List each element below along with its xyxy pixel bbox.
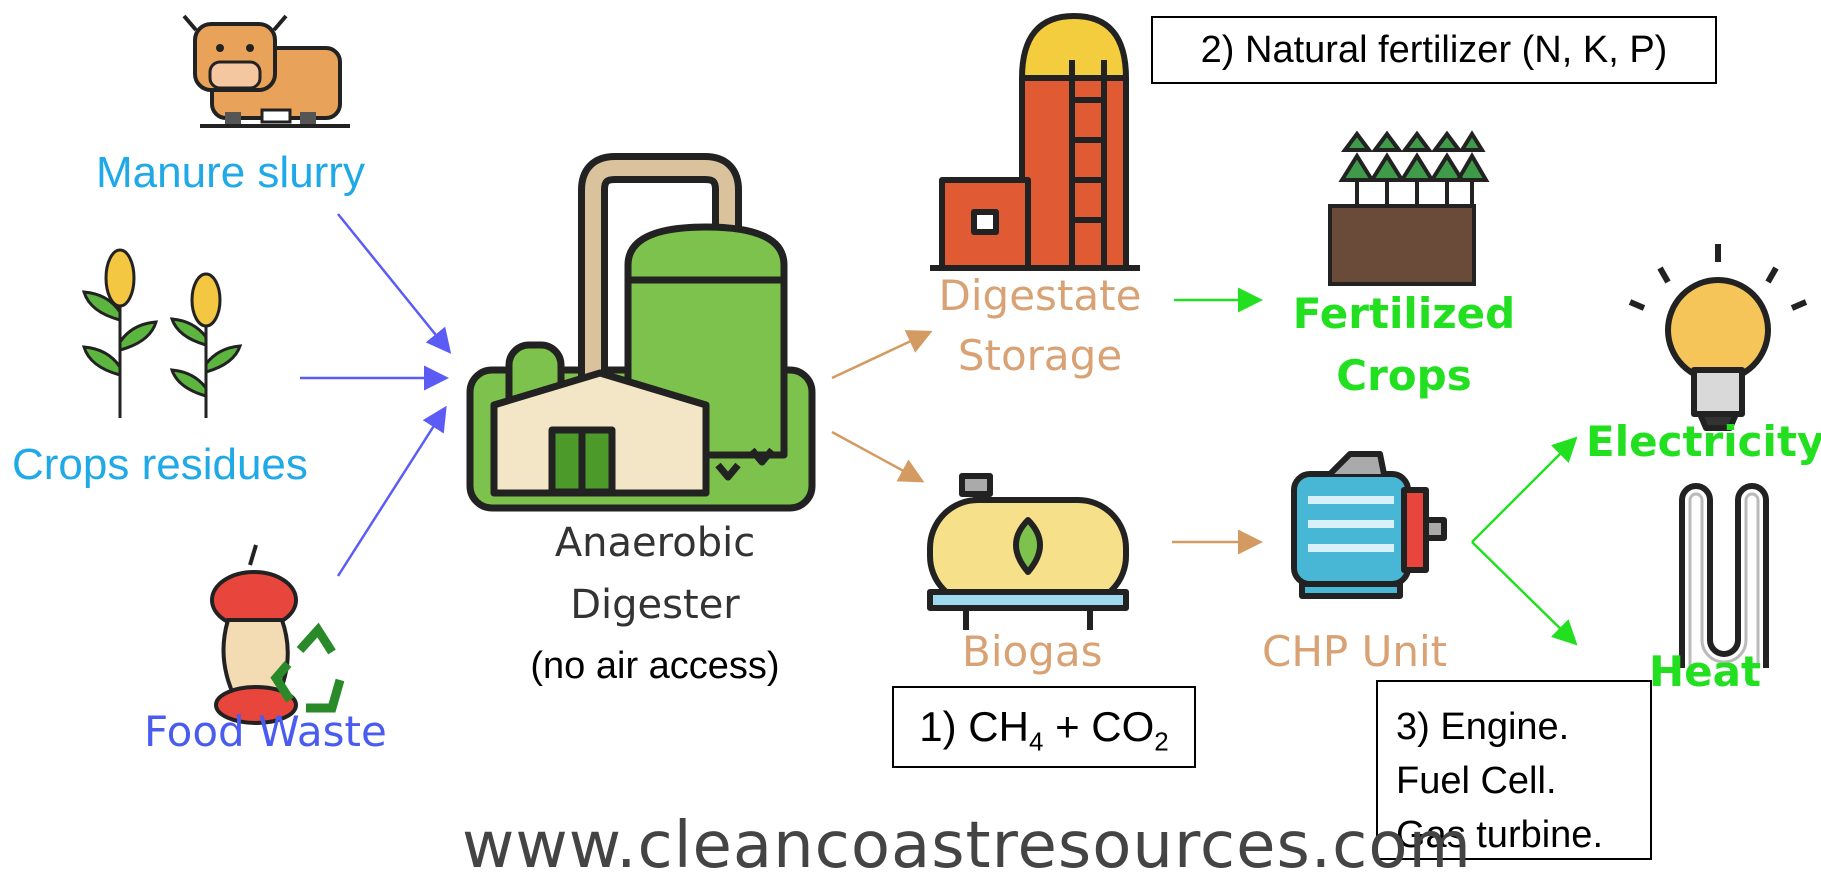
motor-icon: [1291, 451, 1447, 599]
label-electricity: Electricity: [1586, 417, 1821, 466]
chp-option-engine: 3) Engine.: [1396, 706, 1570, 748]
arrow-to-heat: [1471, 541, 1578, 646]
label-crops-residues: Crops residues: [12, 440, 308, 489]
arrow-to-digestate: [831, 330, 933, 380]
label-digester: Digester: [570, 582, 740, 628]
website-url: www.cleancoastresources.com: [462, 809, 1472, 883]
arrow-to-electricity: [1471, 436, 1578, 543]
apple-core-icon: [210, 544, 298, 725]
arrow-to-biogas: [831, 430, 925, 483]
cow-icon: [182, 14, 350, 128]
label-anaerobic: Anaerobic: [554, 520, 756, 566]
digester-icon: [466, 153, 816, 512]
field-icon: [1328, 130, 1490, 286]
chp-option-gas-turbine: Gas turbine.: [1396, 814, 1603, 856]
chp-option-fuel-cell: Fuel Cell.: [1396, 760, 1557, 802]
corn-icon: [81, 248, 243, 418]
arrow-food: [336, 405, 447, 577]
note-natural-fertilizer-text: 2) Natural fertilizer (N, K, P): [1200, 29, 1668, 71]
gas-formula-sub4: 4: [1028, 726, 1044, 757]
gas-formula-sub2: 2: [1154, 726, 1169, 757]
label-digestate: Digestate: [938, 271, 1142, 320]
note-natural-fertilizer: 2) Natural fertilizer (N, K, P): [1151, 16, 1717, 84]
note-gas-composition: 1) CH4 + CO2: [892, 686, 1196, 768]
gas-formula-co: + CO: [1043, 703, 1155, 750]
arrow-manure: [337, 213, 452, 354]
bulb-icon: [1628, 244, 1808, 431]
silo-icon: [930, 13, 1140, 271]
label-chp-unit: CHP Unit: [1262, 627, 1448, 676]
label-heat: Heat: [1649, 647, 1762, 696]
label-biogas: Biogas: [962, 627, 1103, 676]
label-manure-slurry: Manure slurry: [96, 148, 365, 197]
tank-icon: [927, 473, 1129, 630]
note-chp-options: 3) Engine. Fuel Cell. Gas turbine.: [1376, 680, 1652, 860]
label-storage: Storage: [957, 331, 1123, 380]
gas-formula-ch: 1) CH: [919, 703, 1029, 750]
label-no-air-access: (no air access): [530, 645, 780, 687]
diagram-canvas: [81, 13, 1808, 725]
label-fertilized: Fertilized: [1292, 289, 1516, 338]
label-crops: Crops: [1336, 351, 1472, 400]
recycle-icon: [270, 622, 345, 713]
heater-icon: [1679, 483, 1769, 668]
label-food-waste: Food Waste: [144, 707, 387, 756]
